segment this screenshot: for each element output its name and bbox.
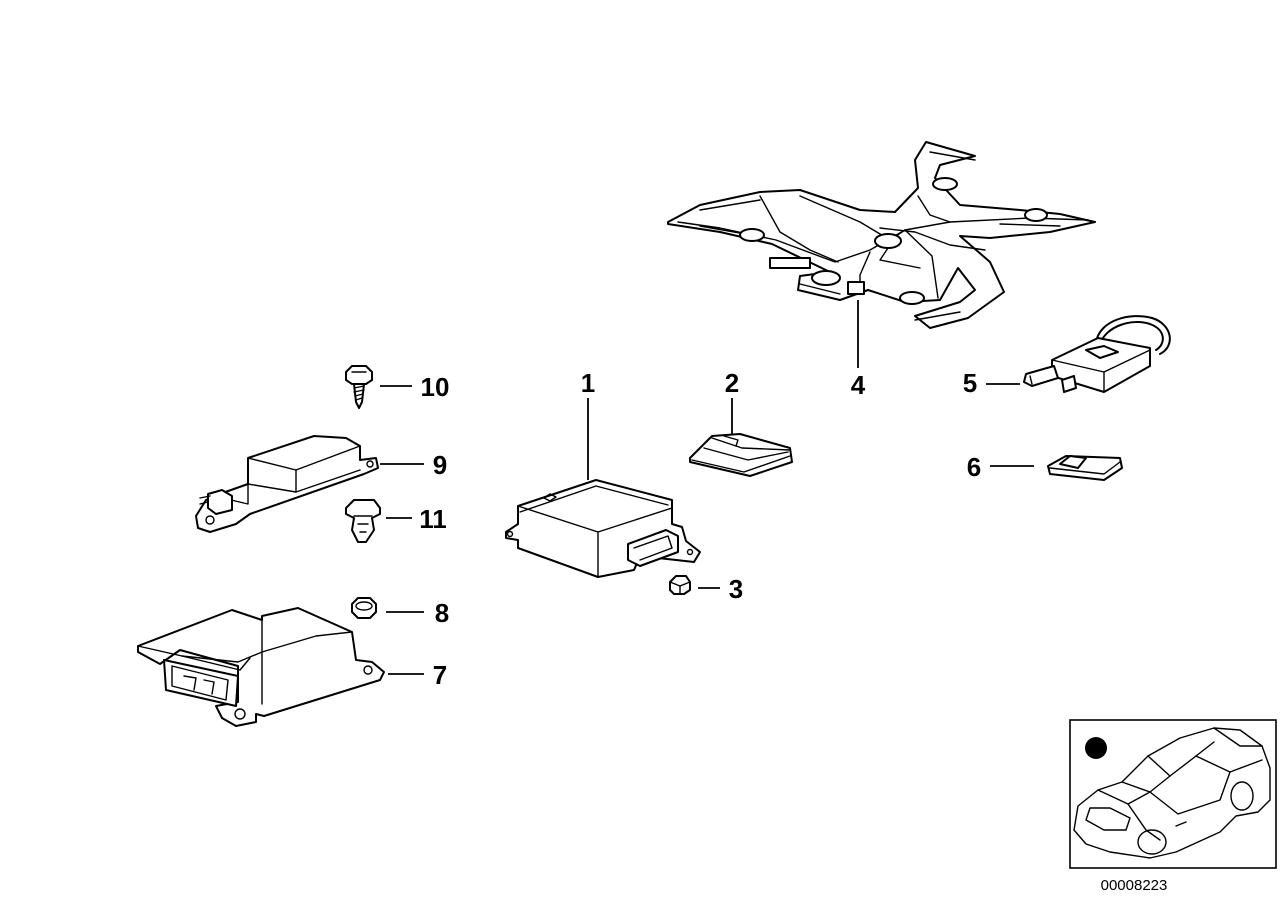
- callout-labels: 1 2 3 4 5 6 7 8 9 10 11: [419, 368, 981, 690]
- callout-8: 8: [435, 598, 449, 628]
- callout-1: 1: [581, 368, 595, 398]
- leader-lines: [380, 300, 1034, 675]
- part-3-hex-nut: [669, 575, 691, 595]
- diagram-number: 00008223: [1101, 877, 1168, 894]
- part-2-clip: [689, 433, 793, 477]
- car-outline-icon: [1073, 727, 1271, 859]
- part-6-plate: [1047, 455, 1123, 481]
- callout-3: 3: [729, 574, 743, 604]
- callout-6: 6: [967, 452, 981, 482]
- callout-9: 9: [433, 450, 447, 480]
- part-5-sensor-cable: [1023, 315, 1171, 393]
- part-11-clip-nut: [345, 499, 381, 543]
- part-10-screw: [345, 365, 373, 409]
- callout-11: 11: [419, 504, 447, 534]
- vehicle-locator-box: [1069, 719, 1277, 869]
- part-7-control-unit: [137, 607, 385, 727]
- callout-4: 4: [851, 370, 866, 400]
- callout-7: 7: [433, 660, 447, 690]
- part-4-sensor-mat: [667, 141, 1096, 329]
- part-9-sensor-unit: [195, 435, 379, 533]
- callout-2: 2: [725, 368, 739, 398]
- position-marker-dot: [1085, 737, 1107, 759]
- callout-5: 5: [963, 368, 977, 398]
- part-1-control-module: [505, 479, 701, 578]
- part-8-flange-nut: [351, 597, 377, 619]
- callout-10: 10: [421, 372, 450, 402]
